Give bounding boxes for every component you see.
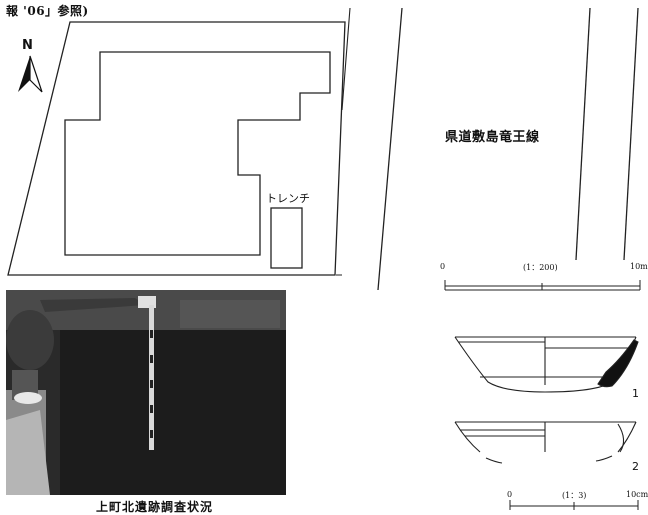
pottery-scale-bar [509, 500, 639, 510]
road-line-right-b [623, 7, 639, 261]
road-line-edge [341, 7, 351, 111]
building-outline [64, 51, 331, 256]
pottery-number-2: 2 [632, 460, 639, 473]
pottery-2-drawing [454, 421, 637, 464]
road-line-right-a [575, 7, 591, 261]
trench-rect [270, 207, 303, 269]
trench-label: トレンチ [266, 192, 310, 205]
map-scale-end: 10m [630, 262, 648, 271]
pottery-number-1: 1 [632, 387, 639, 400]
north-arrow-icon [18, 55, 43, 93]
pottery-scale-end: 10cm [626, 490, 648, 499]
pottery-1-drawing [454, 336, 639, 393]
map-scale-bar [444, 280, 641, 291]
pottery-scale-ratio: (1：3) [562, 491, 587, 500]
north-label: N [22, 38, 33, 53]
excavation-photo [6, 290, 286, 495]
photo-caption: 上町北遺跡調査状況 [96, 500, 214, 514]
road-label: 県道敷島竜王線 [445, 130, 540, 145]
road-line-left [377, 7, 403, 291]
map-scale-start: 0 [440, 262, 446, 271]
site-boundary [7, 21, 346, 276]
map-scale-ratio: (1：200) [523, 263, 558, 272]
header-text: 報 '06」参照) [6, 4, 89, 18]
pottery-scale-start: 0 [507, 490, 513, 499]
